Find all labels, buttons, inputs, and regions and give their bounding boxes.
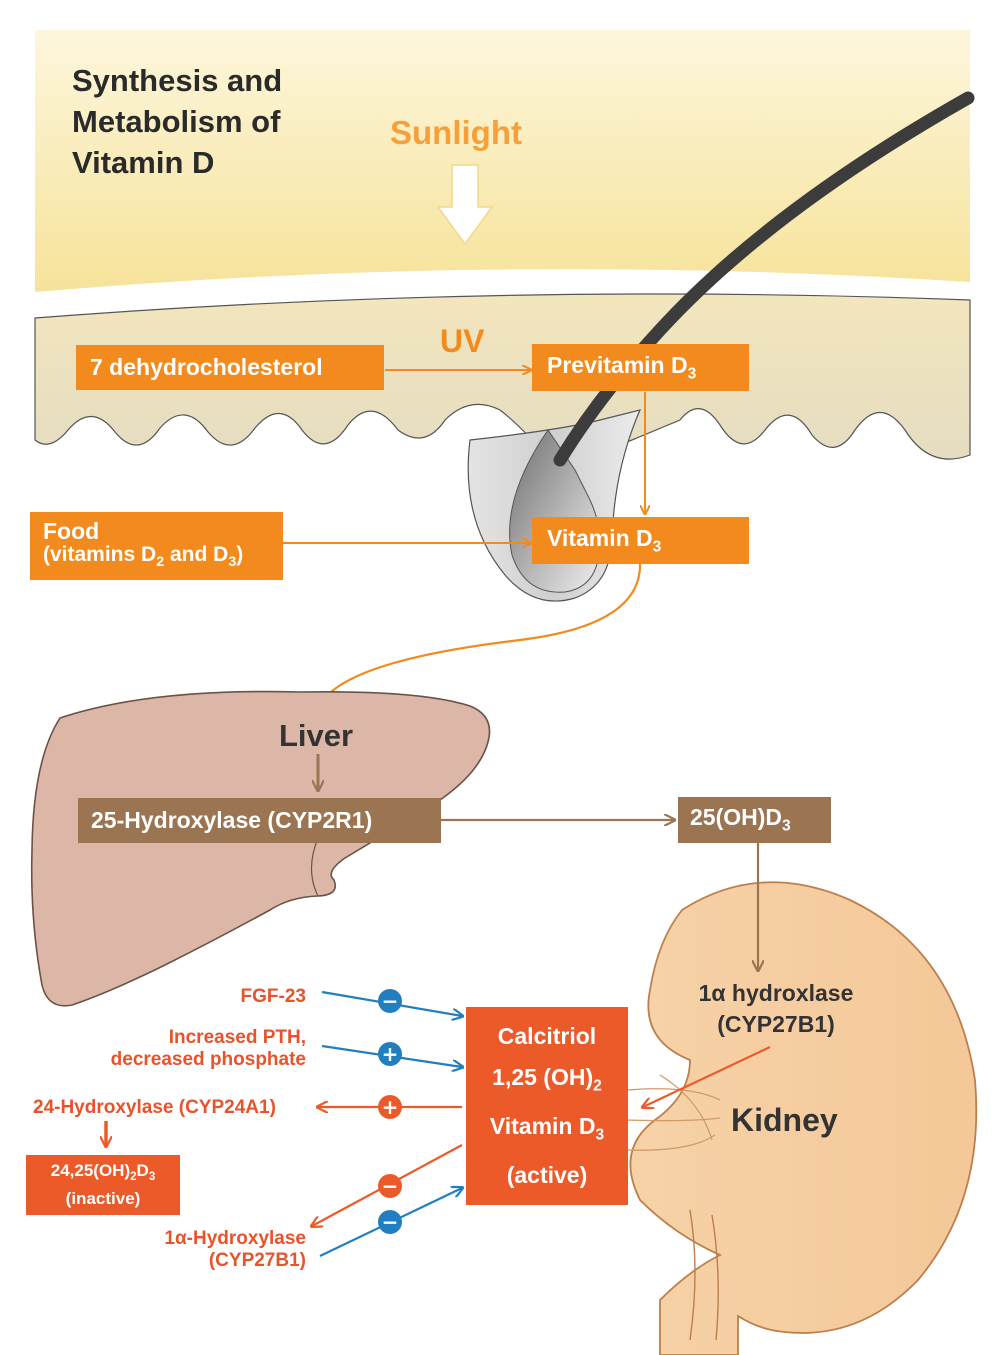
cyp24a1-label: 24-Hydroxylase (CYP24A1) — [33, 1097, 276, 1118]
inactive-metabolite-box: 24,25(OH)2D3 (inactive) — [26, 1155, 180, 1215]
liver-shape — [30, 690, 491, 1007]
inactive-label: (inactive) — [65, 1189, 141, 1209]
cyp27b1-minus-circle-blue — [378, 1210, 402, 1234]
pth-phosphate-label: Increased PTH, decreased phosphate — [110, 1027, 306, 1070]
sunlight-arrow — [436, 164, 494, 246]
sunlight-label: Sunlight — [390, 114, 522, 151]
hydroxylase-cyp2r1-label: 25-Hydroxylase (CYP2R1) — [91, 807, 373, 833]
25oh-d3-label: 25(OH)D3 — [690, 804, 791, 835]
previtamin-d3-label: Previtamin D3 — [547, 351, 697, 383]
skin-surface — [35, 30, 970, 292]
uv-label: UV — [440, 323, 485, 359]
calcitriol-formula: 1,25 (OH)2 — [492, 1063, 602, 1094]
fgf23-minus-circle — [378, 989, 402, 1013]
kidney-label: Kidney — [731, 1102, 838, 1138]
renal-pelvis — [624, 1074, 721, 1151]
1a-hydroxylase-kidney-label: 1α hydroxlase (CYP27B1) — [698, 980, 854, 1037]
pth-plus-sign: + — [382, 1042, 399, 1066]
skin-layer — [34, 293, 971, 471]
food-box: Food (vitamins D2 and D3) — [30, 512, 283, 580]
food-sub-label: (vitamins D2 and D3) — [43, 542, 244, 570]
cyp24a1-plus-sign: + — [382, 1095, 399, 1119]
hydroxylase-cyp2r1-box: 25-Hydroxylase (CYP2R1) — [78, 798, 441, 843]
calcitriol-label: Calcitriol — [497, 1022, 597, 1049]
diagram-title: Synthesis and Metabolism of Vitamin D — [72, 63, 283, 180]
vitamin-d3-box: Vitamin D3 — [532, 517, 749, 564]
kidney-shape — [629, 881, 978, 1355]
vitamin-to-liver-arrow — [322, 562, 642, 702]
fgf23-minus-sign: − — [382, 989, 399, 1013]
hair-shaft — [553, 91, 975, 467]
calcitriol-vitamin-d3: Vitamin D3 — [489, 1113, 605, 1144]
previtamin-d3-box: Previtamin D3 — [532, 344, 749, 391]
ureter — [689, 1209, 719, 1341]
liver-label: Liver — [279, 718, 354, 753]
pth-plus-circle — [378, 1042, 402, 1066]
liver-fissure — [310, 837, 319, 897]
calcitriol-box: Calcitriol 1,25 (OH)2 Vitamin D3 (active… — [466, 1007, 628, 1205]
dehydrocholesterol-label: 7 dehydrocholesterol — [90, 354, 323, 380]
calcitriol-active: (active) — [506, 1162, 588, 1189]
fgf23-label: FGF-23 — [240, 986, 306, 1007]
vitamin-d3-label: Vitamin D3 — [547, 524, 662, 556]
25oh-d3-box: 25(OH)D3 — [678, 797, 831, 843]
inactive-metabolite-formula: 24,25(OH)2D3 — [50, 1160, 156, 1184]
cyp27b1-minus-circle-red — [378, 1174, 402, 1198]
dehydrocholesterol-box: 7 dehydrocholesterol — [76, 345, 384, 390]
cyp27b1-minus-sign-red: − — [382, 1174, 399, 1198]
cyp24a1-plus-circle — [378, 1095, 402, 1119]
cyp27b1-regulator-label: 1α-Hydroxylase (CYP27B1) — [164, 1228, 306, 1271]
food-label: Food — [43, 517, 100, 544]
kidney-to-calcitriol-arrow — [643, 1046, 771, 1107]
cyp27b1-minus-sign-blue: − — [382, 1210, 399, 1234]
